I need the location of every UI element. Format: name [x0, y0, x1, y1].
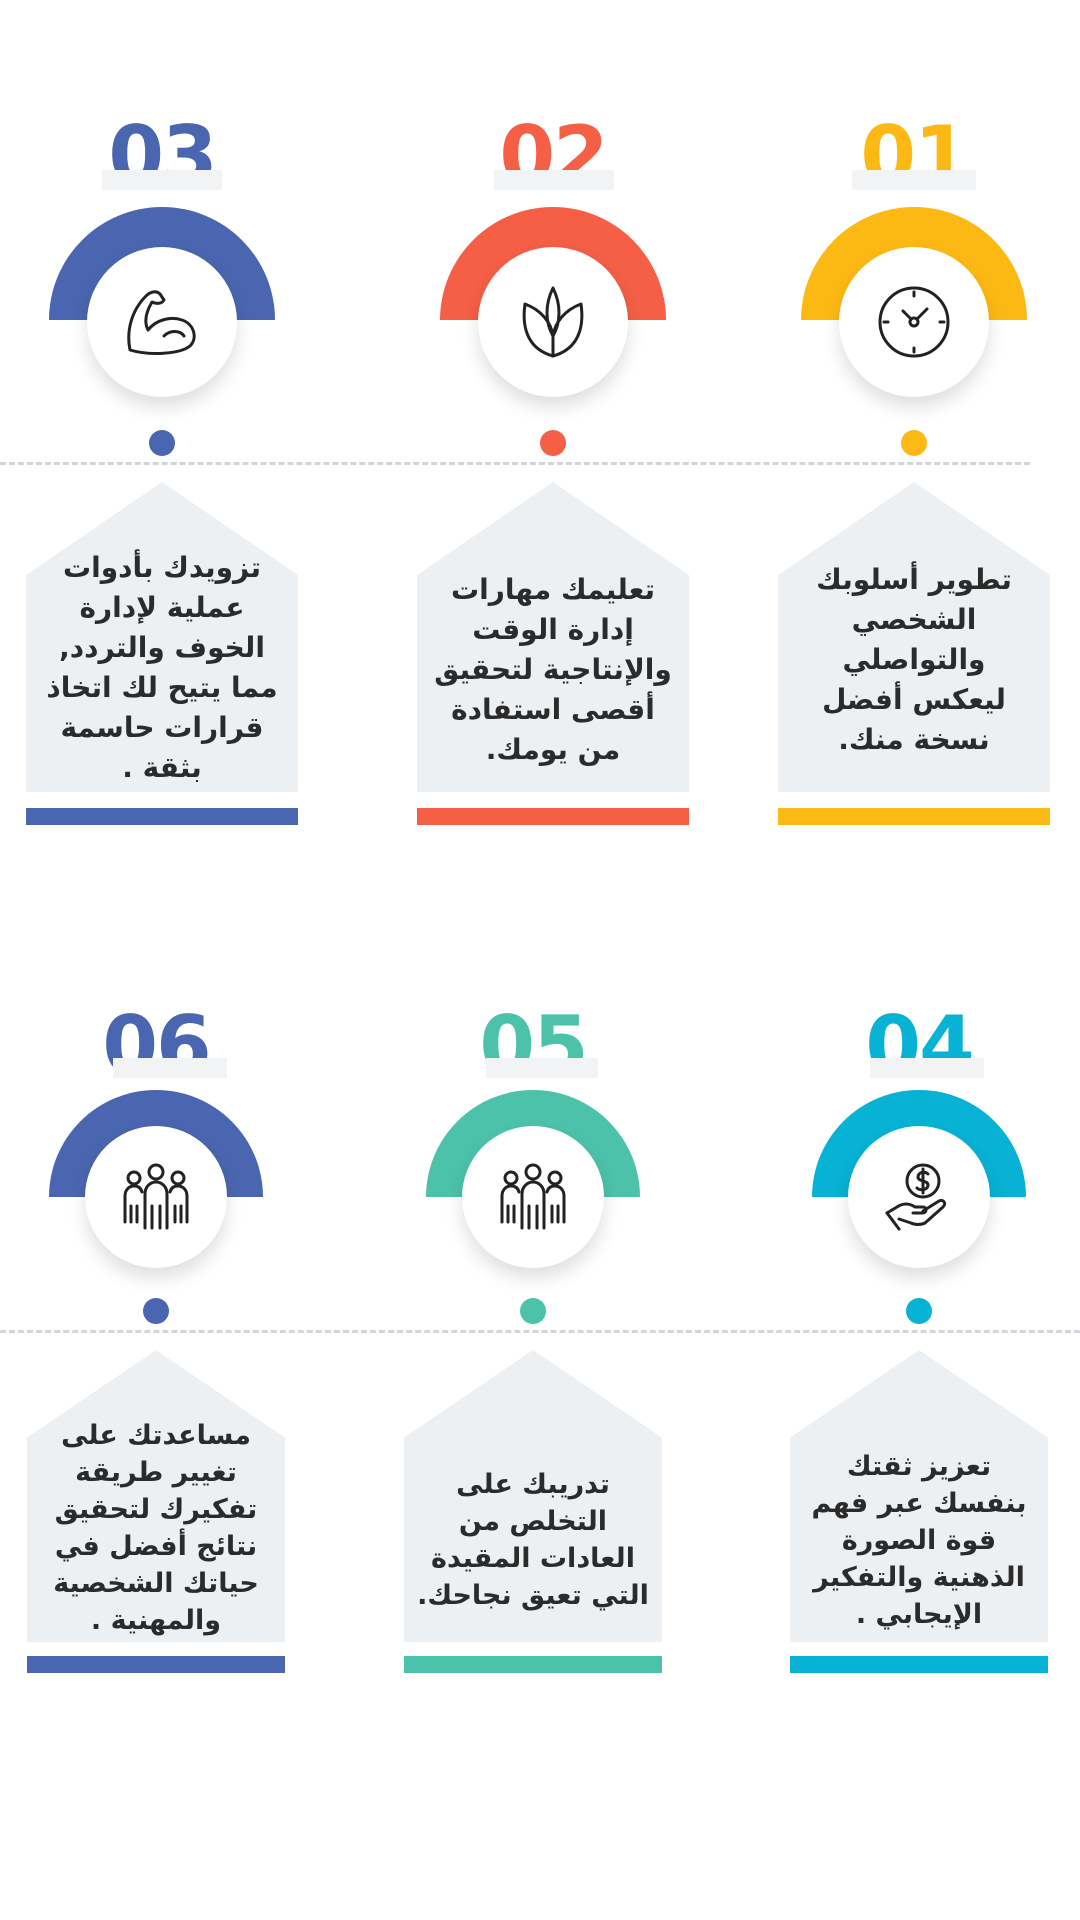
icon-circle	[478, 247, 628, 397]
icon-circle	[462, 1126, 604, 1268]
timeline-dot	[906, 1298, 932, 1324]
icon-circle	[839, 247, 989, 397]
step-description: تعزيز ثقتك بنفسك عبر فهم قوة الصورة الذه…	[811, 1450, 1027, 1630]
timeline-divider	[0, 1330, 1080, 1333]
icon-circle	[87, 247, 237, 397]
number-plate	[494, 170, 614, 190]
flexed-arm-icon	[127, 290, 196, 355]
step-accent-bar	[778, 808, 1050, 825]
hand-dollar-coin-icon	[885, 1163, 947, 1231]
number-plate	[113, 1058, 227, 1078]
step-description: مساعدتك على تغيير طريقة تفكيرك لتحقيق نت…	[53, 1420, 259, 1636]
step-accent-bar	[417, 808, 689, 825]
team-people-icon	[500, 1163, 566, 1230]
timeline-divider	[0, 462, 1030, 465]
number-plate	[486, 1058, 598, 1078]
clock-icon	[878, 286, 950, 358]
number-plate	[870, 1058, 984, 1078]
icon-circle	[85, 1126, 227, 1268]
step-description: تعليمك مهارات إدارة الوقت والإنتاجية لتح…	[434, 573, 672, 766]
number-plate	[852, 170, 976, 190]
step-accent-bar	[27, 1656, 285, 1673]
step-accent-bar	[790, 1656, 1048, 1673]
timeline-dot	[901, 430, 927, 456]
step-description: تزويدك بأدوات عملية لإدارة الخوف والتردد…	[46, 551, 278, 784]
leaf-icon	[522, 286, 584, 358]
number-plate	[102, 170, 222, 190]
step-description: تدريبك على التخلص من العادات المقيدة الت…	[417, 1469, 649, 1611]
timeline-dot	[149, 430, 175, 456]
timeline-dot	[143, 1298, 169, 1324]
timeline-dot	[540, 430, 566, 456]
timeline-dot	[520, 1298, 546, 1324]
step-accent-bar	[26, 808, 298, 825]
icon-circle	[848, 1126, 990, 1268]
team-people-icon	[123, 1163, 189, 1230]
step-description: تطوير أسلوبك الشخصي والتواصلي ليعكس أفضل…	[816, 563, 1012, 756]
step-accent-bar	[404, 1656, 662, 1673]
